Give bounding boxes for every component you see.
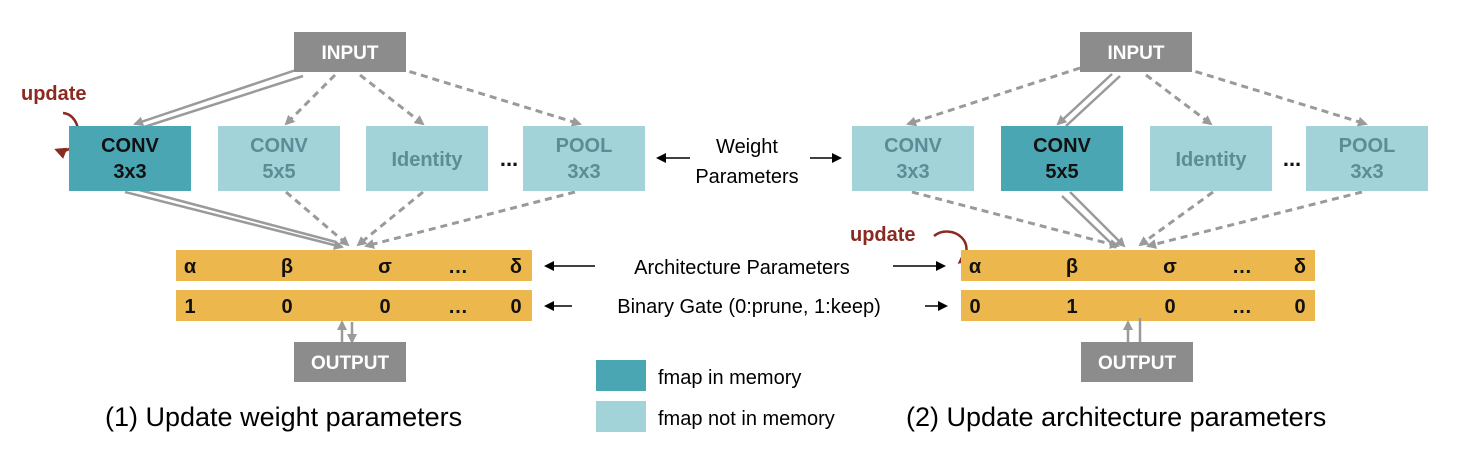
left-input-edges	[133, 66, 582, 130]
right-edge-input-conv3	[906, 66, 1081, 127]
op-line1: POOL	[1339, 135, 1396, 157]
left-edge-input-conv3-a	[133, 68, 297, 127]
op-line1: CONV	[101, 135, 159, 157]
left-op-conv3x3: CONV 3x3	[69, 126, 191, 191]
right-arch-bar: α β σ … δ	[961, 250, 1315, 281]
arch-params-label: Architecture Parameters	[634, 257, 850, 279]
left-panel: INPUT update CONV 3x3 CONV 5x5 Identity …	[21, 32, 645, 432]
right-gate-bar: 0 1 0 … 0	[961, 290, 1315, 321]
right-edge-conv5-bar-a	[1069, 191, 1126, 248]
weight-label-line1: Weight	[716, 136, 778, 158]
left-edge-identity-bar	[356, 190, 424, 247]
gate-cell: 0	[1164, 296, 1175, 318]
left-edge-input-conv3-b	[140, 74, 304, 130]
left-edge-conv3-bar-a	[124, 190, 344, 250]
right-op-identity: Identity	[1150, 126, 1272, 191]
op-line1: POOL	[556, 135, 613, 157]
gate-cell: 1	[184, 296, 195, 318]
left-op-identity: Identity	[366, 126, 488, 191]
right-op-conv3x3: CONV 3x3	[852, 126, 974, 191]
op-line2: 3x3	[567, 161, 600, 183]
left-output-label: OUTPUT	[311, 353, 390, 374]
gate-cell: …	[448, 296, 468, 318]
right-input-edges	[906, 66, 1368, 127]
right-panel: INPUT CONV 3x3 CONV 5x5 Identity ... POO…	[850, 32, 1428, 432]
left-more-ops-dots: ...	[500, 146, 518, 171]
left-output-edges	[124, 186, 576, 250]
right-input-label: INPUT	[1108, 43, 1165, 64]
right-edge-input-conv5-b	[1065, 75, 1121, 127]
right-output-label: OUTPUT	[1098, 353, 1177, 374]
right-edge-input-identity	[1145, 73, 1213, 126]
right-output-edges	[911, 190, 1363, 249]
op-line1: Identity	[1175, 149, 1247, 171]
right-input-box: INPUT	[1080, 32, 1192, 72]
right-edge-conv5-bar-b	[1061, 195, 1117, 249]
legend-in-memory-label: fmap in memory	[658, 367, 801, 389]
legend-not-in-memory-label: fmap not in memory	[658, 408, 835, 430]
left-edge-input-conv5	[284, 73, 337, 126]
left-op-pool3x3: POOL 3x3	[523, 126, 645, 191]
left-edge-input-identity	[359, 73, 425, 126]
weight-label-line2: Parameters	[695, 166, 798, 188]
arch-cell: …	[1232, 256, 1252, 278]
left-update-label: update	[21, 83, 87, 105]
left-gate-bar: 1 0 0 … 0	[176, 290, 532, 321]
middle-labels: Weight Parameters Architecture Parameter…	[544, 136, 948, 318]
op-line2: 3x3	[1350, 161, 1383, 183]
left-edge-conv5-bar	[285, 190, 350, 247]
legend: fmap in memory fmap not in memory	[596, 360, 835, 432]
right-update-indicator: update	[850, 224, 971, 264]
right-update-label: update	[850, 224, 916, 246]
arch-cell: β	[281, 256, 293, 278]
gate-cell: …	[1232, 296, 1252, 318]
left-input-box: INPUT	[294, 32, 406, 72]
gate-cell: 0	[969, 296, 980, 318]
arch-cell: α	[184, 256, 197, 278]
gate-cell: 1	[1066, 296, 1077, 318]
op-line2: 3x3	[896, 161, 929, 183]
gate-cell: 0	[379, 296, 390, 318]
gate-cell: 0	[510, 296, 521, 318]
op-line2: 5x5	[262, 161, 295, 183]
right-op-conv5x5: CONV 5x5	[1001, 126, 1123, 191]
arch-cell: β	[1066, 256, 1078, 278]
arch-cell: σ	[378, 256, 392, 278]
legend-swatch-not-in-memory	[596, 401, 646, 432]
right-edge-input-pool	[1183, 66, 1368, 127]
gate-cell: 0	[1294, 296, 1305, 318]
arch-cell: α	[969, 256, 982, 278]
right-output-box: OUTPUT	[1081, 342, 1193, 382]
op-line1: CONV	[884, 135, 942, 157]
op-line1: CONV	[250, 135, 308, 157]
legend-swatch-in-memory	[596, 360, 646, 391]
right-edge-identity-bar	[1138, 190, 1214, 247]
arch-cell: δ	[1294, 256, 1306, 278]
right-more-ops-dots: ...	[1283, 146, 1301, 171]
arch-cell: …	[448, 256, 468, 278]
left-arch-bar: α β σ … δ	[176, 250, 532, 281]
right-edge-input-conv5-a	[1056, 73, 1113, 126]
gate-cell: 0	[281, 296, 292, 318]
right-op-pool3x3: POOL 3x3	[1306, 126, 1428, 191]
right-caption: (2) Update architecture parameters	[906, 402, 1326, 432]
left-caption: (1) Update weight parameters	[105, 402, 462, 432]
left-edge-pool-bar	[364, 190, 576, 249]
op-line1: Identity	[391, 149, 463, 171]
left-edge-input-pool	[397, 66, 582, 127]
op-line2: 5x5	[1045, 161, 1078, 183]
binary-gate-label: Binary Gate (0:prune, 1:keep)	[617, 296, 880, 318]
left-output-box: OUTPUT	[294, 342, 406, 382]
arch-cell: δ	[510, 256, 522, 278]
left-edge-conv3-bar-b	[131, 186, 337, 244]
left-input-label: INPUT	[322, 43, 379, 64]
op-line2: 3x3	[113, 161, 146, 183]
arch-cell: σ	[1163, 256, 1177, 278]
left-op-conv5x5: CONV 5x5	[218, 126, 340, 191]
op-line1: CONV	[1033, 135, 1091, 157]
right-edge-pool-bar	[1146, 190, 1363, 249]
